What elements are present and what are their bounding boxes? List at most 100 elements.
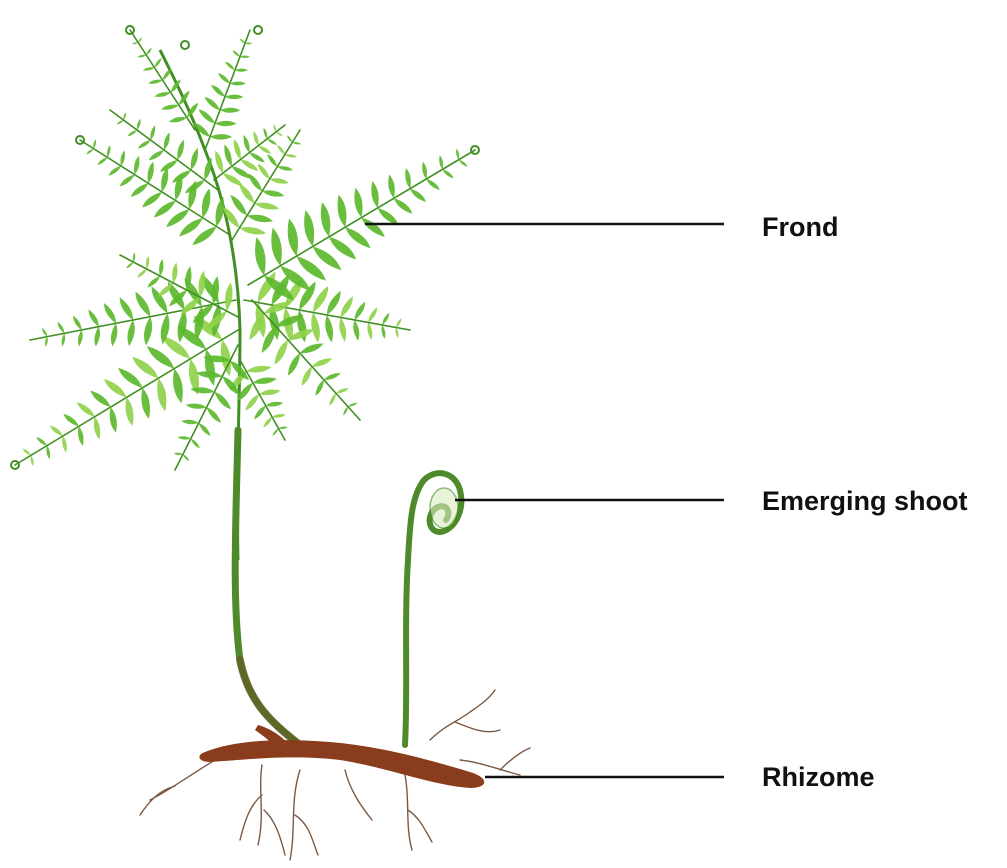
leaflet: [285, 154, 297, 157]
leaflet: [362, 218, 385, 238]
leaflet: [196, 371, 222, 378]
leaflet: [144, 317, 152, 346]
leaflet: [147, 346, 174, 369]
leaflet: [345, 227, 370, 248]
leaflet: [137, 55, 146, 58]
leaflet: [134, 156, 139, 175]
leaflet: [224, 144, 232, 166]
leaflet: [110, 407, 117, 433]
leaflet: [94, 327, 100, 347]
pinna-rachis: [248, 150, 475, 285]
leaflet: [410, 189, 426, 202]
leaflet: [288, 219, 298, 257]
root: [345, 770, 372, 820]
stipes: [235, 430, 461, 745]
leaflet: [230, 82, 246, 86]
frond-label: Frond: [762, 214, 838, 241]
leaflet: [159, 259, 163, 276]
leaflet: [215, 121, 237, 126]
root: [290, 770, 318, 860]
leaflet: [311, 313, 320, 343]
leaflet: [89, 309, 99, 326]
frond-pinna: [214, 124, 285, 186]
leaflet: [263, 128, 267, 139]
leaflet: [254, 406, 266, 419]
leaflet: [123, 112, 126, 120]
leaflet: [247, 215, 273, 222]
fiddlehead-coil: [430, 488, 458, 528]
leaflet: [141, 388, 150, 419]
leaflet: [148, 276, 160, 288]
leaflet: [163, 69, 172, 80]
root: [460, 748, 530, 775]
leaflet: [381, 325, 385, 339]
leaflet: [382, 313, 389, 325]
leaflet: [258, 164, 270, 179]
leaflet: [154, 58, 161, 67]
leaflet: [338, 195, 347, 227]
leaflet: [62, 436, 67, 452]
root: [430, 690, 500, 740]
leaflet: [367, 323, 372, 340]
leaflet: [395, 328, 398, 339]
leaflet: [198, 110, 215, 124]
leaflet: [288, 353, 300, 375]
leaflet: [388, 175, 395, 199]
leaflet: [148, 161, 154, 183]
leaflet: [313, 246, 341, 270]
leaflet: [94, 417, 100, 440]
leaflet: [223, 173, 243, 186]
frond-tip-curl: [254, 26, 262, 34]
rhizome-label: Rhizome: [762, 764, 875, 791]
leaflet: [215, 151, 223, 173]
leaflet: [324, 373, 341, 380]
leaflet: [137, 119, 141, 130]
leaflet: [321, 202, 331, 237]
leaflet: [225, 282, 232, 311]
leaflet: [371, 181, 378, 208]
leaflet: [245, 43, 252, 45]
leaflet: [232, 166, 251, 178]
leaflet: [135, 292, 150, 317]
leaflet: [86, 149, 93, 155]
leaflet: [45, 337, 48, 347]
leaflet: [329, 237, 356, 260]
leaflet: [93, 139, 96, 148]
leaflet: [97, 157, 107, 165]
leaflet: [210, 134, 232, 139]
leaflet: [157, 378, 166, 411]
leaflet: [31, 455, 34, 466]
leaflet: [245, 394, 259, 410]
leaflet: [36, 437, 47, 446]
leader-lines: [365, 224, 724, 777]
leaflet: [225, 95, 243, 100]
leaflet: [263, 417, 272, 427]
leaflet: [456, 149, 459, 160]
leaflet: [132, 42, 138, 44]
leaflet: [154, 92, 170, 97]
leaflet: [329, 393, 336, 405]
emerging-shoot-label: Emerging shoot: [762, 488, 968, 515]
leaflet: [46, 446, 50, 459]
leaflet: [143, 67, 155, 70]
leaflet: [58, 322, 65, 334]
leaflet: [378, 208, 399, 226]
leaflet: [214, 392, 231, 409]
leaflet: [325, 315, 333, 342]
leaflet: [137, 269, 147, 278]
root: [240, 765, 285, 855]
rhizome-body: [199, 740, 484, 788]
leaflet: [161, 105, 179, 110]
leaflet: [244, 135, 250, 153]
pinna-rachis: [240, 360, 285, 440]
leaflet: [301, 367, 312, 386]
leaflet: [148, 80, 162, 84]
leaflet: [173, 369, 183, 404]
leaflet: [178, 436, 191, 439]
leaflet: [126, 262, 133, 269]
leaflet: [132, 357, 158, 378]
leaflet: [276, 132, 283, 136]
pinna-rachis: [130, 30, 195, 130]
